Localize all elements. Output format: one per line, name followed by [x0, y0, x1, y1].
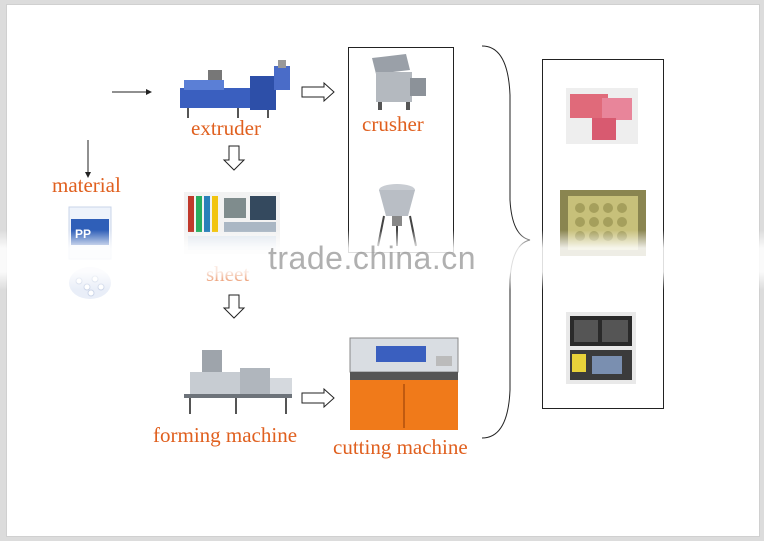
- arrow-extruder-crusher: [301, 81, 335, 103]
- arrow-forming-cutting: [301, 387, 335, 409]
- arrow-extruder-sheet: [222, 145, 246, 171]
- arrow-to-material-head: [85, 172, 91, 178]
- cutting-machine-image: [346, 336, 462, 432]
- crusher-image: [366, 52, 434, 112]
- mixer-image: [374, 180, 420, 248]
- extruder-image: [178, 58, 296, 120]
- product-boxes-image: [566, 312, 636, 384]
- watermark-band: [0, 230, 764, 290]
- label-cutting-machine: cutting machine: [333, 435, 468, 459]
- arrow-to-extruder-head: [146, 89, 152, 95]
- label-forming-machine: forming machine: [153, 423, 298, 447]
- watermark-text: trade.china.cn: [268, 240, 477, 276]
- label-extruder: extruder: [191, 116, 261, 140]
- forming-machine-image: [180, 348, 296, 416]
- label-crusher: crusher: [362, 112, 424, 136]
- label-material: material: [52, 173, 121, 197]
- arrow-sheet-forming: [222, 294, 246, 319]
- product-trays-image: [566, 88, 638, 144]
